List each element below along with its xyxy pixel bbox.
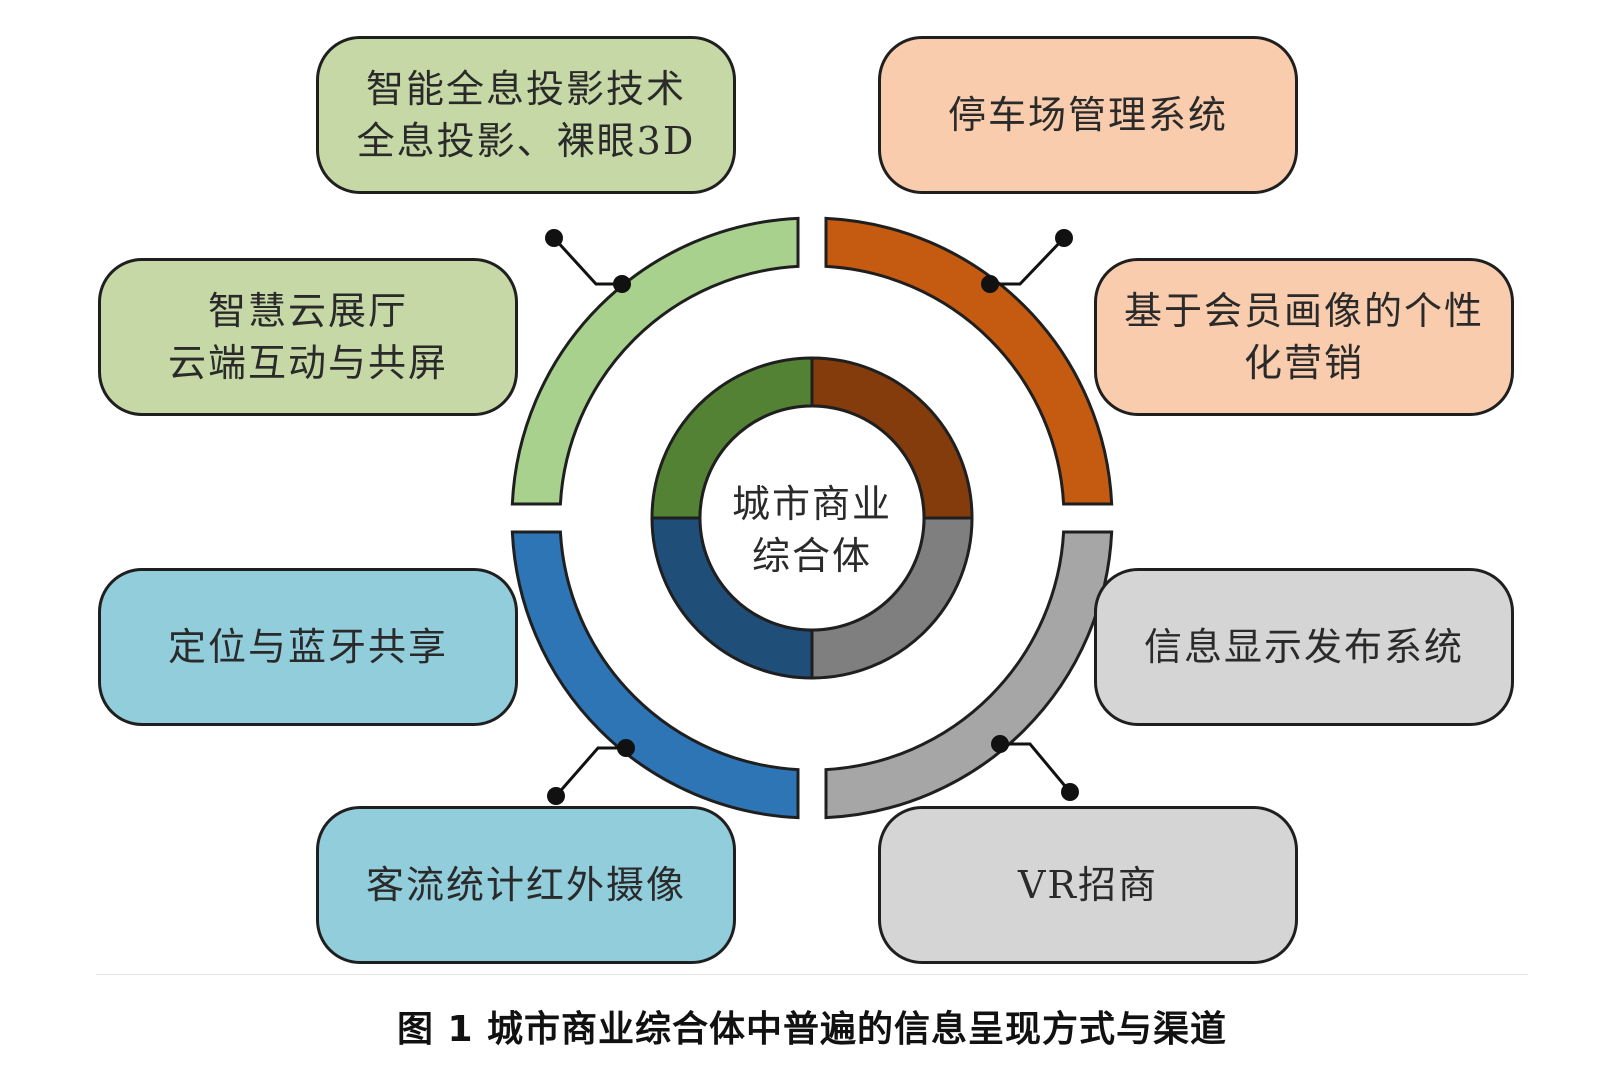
connector-bottom-right [991,735,1079,801]
center-label: 城市商业 综合体 [700,478,924,582]
box-line1: 智能全息投影技术 [365,67,686,111]
box-member-marketing: 基于会员画像的个性 化营销 [1094,258,1514,416]
box-info-display: 信息显示发布系统 [1094,568,1514,726]
box-line1: 客流统计红外摄像 [365,863,686,907]
outer-quadrant-gray [824,530,1114,820]
outer-quadrant-orange [824,216,1114,506]
box-line1: 停车场管理系统 [947,93,1228,137]
box-line1: 基于会员画像的个性 [1123,289,1484,333]
box-line2: 全息投影、裸眼3D [356,119,696,163]
box-cloud-showroom: 智慧云展厅 云端互动与共屏 [98,258,518,416]
divider [96,974,1528,975]
box-line2: 云端互动与共屏 [167,341,448,385]
center-circle [698,404,926,632]
outer-quadrant-green [510,216,800,506]
box-line1: VR招商 [1017,863,1159,907]
connector-top-right [981,229,1073,293]
connector-bottom-left [547,739,635,805]
center-label-line1: 城市商业 [731,482,892,526]
figure-caption: 图 1 城市商业综合体中普遍的信息呈现方式与渠道 [396,1009,1228,1050]
outer-ring [510,216,1114,820]
box-line2: 化营销 [1243,341,1364,385]
outer-quadrant-blue [510,530,800,820]
box-line1: 信息显示发布系统 [1143,625,1464,669]
box-positioning-bluetooth: 定位与蓝牙共享 [98,568,518,726]
box-traffic-counting: 客流统计红外摄像 [316,806,736,964]
center-label-line2: 综合体 [751,534,872,578]
box-vr-leasing: VR招商 [878,806,1298,964]
box-line1: 智慧云展厅 [207,289,408,333]
connector-top-left [545,229,631,293]
box-line1: 定位与蓝牙共享 [167,625,448,669]
box-holographic-projection: 智能全息投影技术 全息投影、裸眼3D [316,36,736,194]
box-parking-system: 停车场管理系统 [878,36,1298,194]
